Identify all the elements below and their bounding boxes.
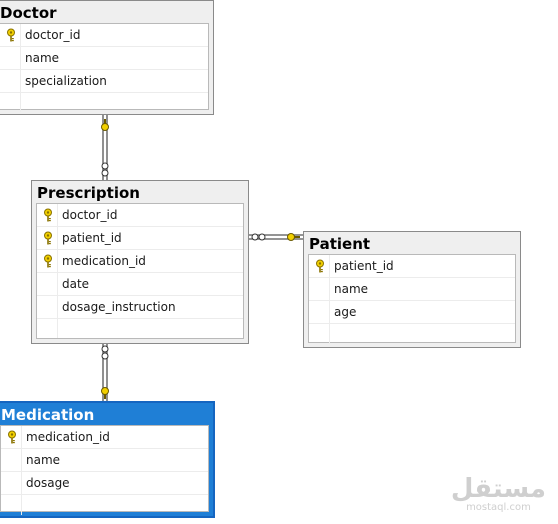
table-title-medication: Medication: [1, 406, 95, 424]
column-row[interactable]: patient_id: [309, 255, 515, 278]
column-name: age: [334, 305, 357, 319]
one-side-key-icon: [101, 119, 109, 131]
table-title-doctor: Doctor: [0, 4, 57, 22]
column-grid: medication_id name dosage: [0, 425, 209, 515]
column-name: name: [25, 51, 60, 65]
empty-row: [0, 93, 208, 112]
key-icon: [316, 259, 324, 273]
column-name: doctor_id: [62, 208, 118, 222]
column-name: medication_id: [62, 254, 146, 268]
key-icon: [44, 254, 52, 268]
key-icon: [44, 231, 52, 245]
column-name: dosage: [26, 476, 70, 490]
many-side-infinity-icon: [251, 233, 266, 241]
column-grid: doctor_id patient_id medication_id date …: [36, 203, 244, 339]
column-row[interactable]: medication_id: [1, 426, 208, 449]
table-doctor[interactable]: Doctor doctor_id name specialization: [0, 0, 214, 115]
column-row[interactable]: specialization: [0, 70, 208, 93]
many-side-infinity-icon: [101, 162, 109, 177]
column-name: doctor_id: [25, 28, 81, 42]
column-name: medication_id: [26, 430, 110, 444]
table-prescription[interactable]: Prescription doctor_id patient_id medica…: [31, 180, 249, 344]
column-row[interactable]: dosage_instruction: [37, 296, 243, 319]
one-side-key-icon: [101, 387, 109, 399]
column-row[interactable]: doctor_id: [37, 204, 243, 227]
relationship-patient-prescription[interactable]: [249, 233, 303, 241]
column-row[interactable]: age: [309, 301, 515, 324]
watermark-arabic: مستقل: [450, 474, 546, 504]
one-side-key-icon: [287, 233, 300, 241]
key-icon: [8, 430, 16, 444]
column-name: specialization: [25, 74, 107, 88]
column-row[interactable]: name: [1, 449, 208, 472]
many-side-infinity-icon: [101, 345, 109, 360]
column-row[interactable]: name: [309, 278, 515, 301]
column-grid: doctor_id name specialization: [0, 23, 209, 112]
column-name: dosage_instruction: [62, 300, 176, 314]
column-row[interactable]: date: [37, 273, 243, 296]
column-name: name: [26, 453, 61, 467]
column-name: patient_id: [334, 259, 394, 273]
watermark-latin: mostaql.com: [466, 502, 531, 513]
column-row[interactable]: doctor_id: [0, 24, 208, 47]
key-icon: [7, 28, 15, 42]
empty-row: [309, 324, 515, 344]
column-name: patient_id: [62, 231, 122, 245]
key-icon: [44, 208, 52, 222]
relationship-medication-prescription[interactable]: [101, 344, 109, 401]
column-name: date: [62, 277, 90, 291]
table-title-prescription: Prescription: [37, 184, 140, 202]
table-title-patient: Patient: [309, 235, 371, 253]
relationship-doctor-prescription[interactable]: [101, 115, 109, 180]
column-row[interactable]: name: [0, 47, 208, 70]
column-name: name: [334, 282, 369, 296]
column-row[interactable]: dosage: [1, 472, 208, 495]
table-medication[interactable]: Medication medication_id name dosage: [0, 401, 215, 518]
watermark-logo: مستقل mostaql.com: [451, 476, 546, 514]
table-patient[interactable]: Patient patient_id name age: [303, 231, 521, 348]
column-grid: patient_id name age: [308, 254, 516, 344]
empty-row: [1, 495, 208, 515]
column-row[interactable]: medication_id: [37, 250, 243, 273]
column-row[interactable]: patient_id: [37, 227, 243, 250]
empty-row: [37, 319, 243, 338]
